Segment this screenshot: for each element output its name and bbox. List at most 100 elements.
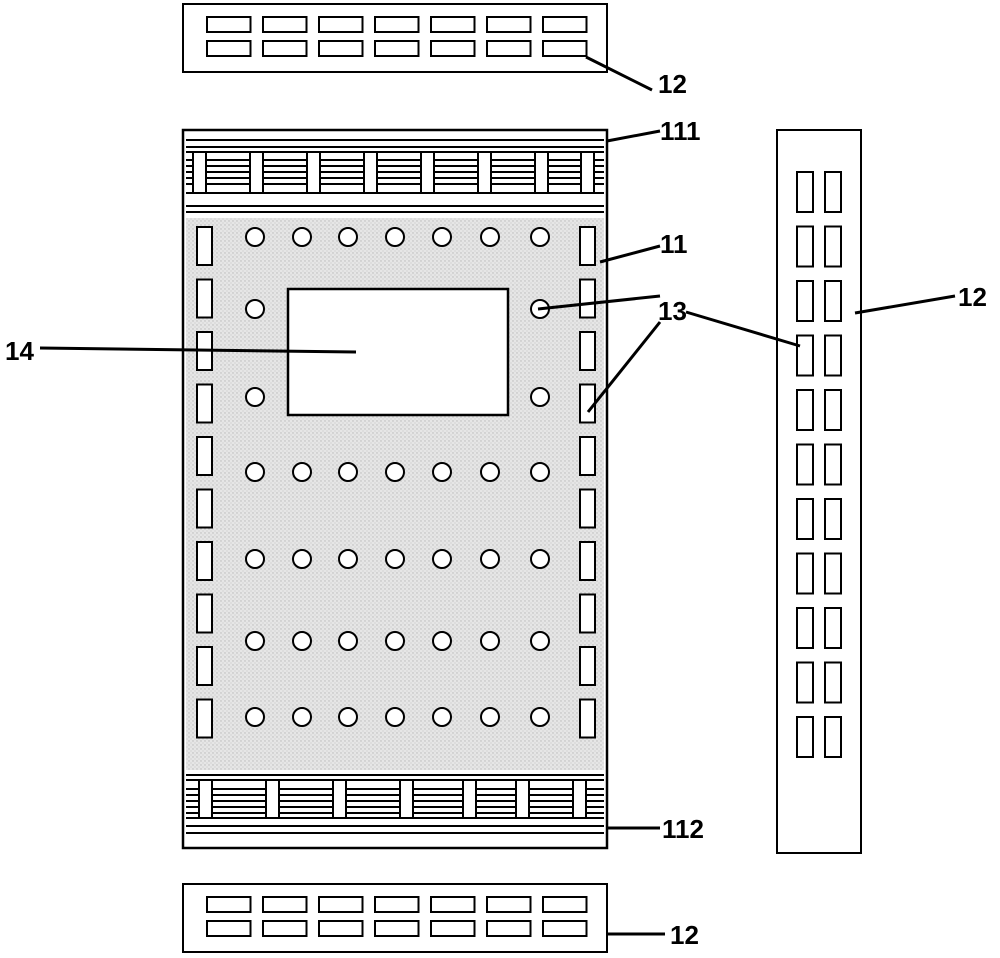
side-slot-right — [579, 226, 596, 266]
top-rail — [186, 139, 604, 213]
label-hole-13: 13 — [658, 296, 687, 326]
strip-slot — [796, 607, 814, 649]
label-bottom-strip: 12 — [670, 920, 699, 950]
hole — [432, 227, 452, 247]
hole — [480, 549, 500, 569]
rail-rib — [462, 779, 477, 819]
strip-slot — [318, 40, 364, 57]
side-slot-right — [579, 383, 596, 424]
strip-slot — [796, 171, 814, 213]
side-slot-right — [579, 488, 596, 529]
strip-slot — [374, 16, 420, 33]
strip-slot — [796, 225, 814, 268]
strip-slot — [796, 552, 814, 595]
side-slot-right — [579, 278, 596, 319]
hole — [480, 227, 500, 247]
strip-slot — [318, 896, 364, 913]
strip-slot — [796, 334, 814, 377]
side-slot-right — [579, 593, 596, 634]
side-slots — [196, 226, 596, 739]
strip-slot — [262, 16, 308, 33]
leader-main-board — [599, 244, 661, 264]
hole — [292, 707, 312, 727]
right-strip — [776, 129, 862, 854]
strip-outline — [182, 3, 608, 73]
strip-slot — [542, 40, 588, 57]
strip-outline — [776, 129, 862, 854]
hole — [432, 462, 452, 482]
strip-slot — [542, 16, 588, 33]
side-slot-left — [196, 488, 213, 529]
rail-rib — [265, 779, 280, 819]
side-slot-left — [196, 278, 213, 319]
side-slot-left — [196, 436, 213, 476]
rail-rib — [306, 151, 321, 194]
strip-slot — [486, 40, 532, 57]
bottom-rail — [186, 774, 604, 834]
strip-slot — [796, 498, 814, 540]
strip-slot — [486, 896, 532, 913]
rail-rib — [515, 779, 530, 819]
hole — [292, 227, 312, 247]
side-slot-right — [579, 541, 596, 581]
side-slot-left — [196, 226, 213, 266]
hole — [292, 549, 312, 569]
label-top-rail: 111 — [660, 116, 701, 146]
strip-slot — [430, 16, 476, 33]
hole — [338, 462, 358, 482]
rail-rib — [332, 779, 347, 819]
rail-rib — [477, 151, 492, 194]
hole — [245, 462, 265, 482]
strip-slot — [796, 443, 814, 486]
strip-slot — [824, 280, 842, 322]
hole — [245, 387, 265, 407]
rail-rib — [363, 151, 378, 194]
strip-slot — [318, 16, 364, 33]
hole — [385, 707, 405, 727]
hole — [530, 631, 550, 651]
hole — [338, 631, 358, 651]
strip-slot — [824, 716, 842, 758]
rail-rib — [198, 779, 213, 819]
side-slot-left — [196, 383, 213, 424]
hole — [385, 549, 405, 569]
hole — [480, 462, 500, 482]
leader-lines — [39, 55, 956, 936]
side-slot-right — [579, 646, 596, 686]
strip-slot — [374, 40, 420, 57]
rail-rib — [534, 151, 549, 194]
hole — [432, 549, 452, 569]
strip-slot — [542, 896, 588, 913]
strip-slot — [206, 16, 252, 33]
bottom-strip — [182, 883, 608, 953]
strip-slot — [486, 16, 532, 33]
strip-slot — [824, 552, 842, 595]
hole — [530, 707, 550, 727]
hole — [245, 549, 265, 569]
strip-slot — [796, 716, 814, 758]
leader-hole-13a — [537, 294, 661, 311]
strip-slot — [824, 443, 842, 486]
strip-slot — [374, 896, 420, 913]
strip-slot — [542, 920, 588, 937]
label-right-strip: 12 — [958, 282, 987, 312]
holes — [245, 227, 550, 727]
strip-slot — [206, 896, 252, 913]
side-slot-left — [196, 541, 213, 581]
leader-right-slot-13 — [685, 310, 801, 348]
hole — [292, 462, 312, 482]
strip-slot — [486, 920, 532, 937]
rail-rib — [249, 151, 264, 194]
side-slot-left — [196, 646, 213, 686]
strip-slot — [824, 334, 842, 377]
leader-top-rail — [606, 129, 661, 143]
hole — [530, 462, 550, 482]
strip-slot — [430, 896, 476, 913]
strip-slot — [206, 920, 252, 937]
hole — [480, 707, 500, 727]
leader-top-strip — [585, 55, 653, 92]
leader-hole-13b — [586, 321, 662, 413]
hole — [385, 227, 405, 247]
